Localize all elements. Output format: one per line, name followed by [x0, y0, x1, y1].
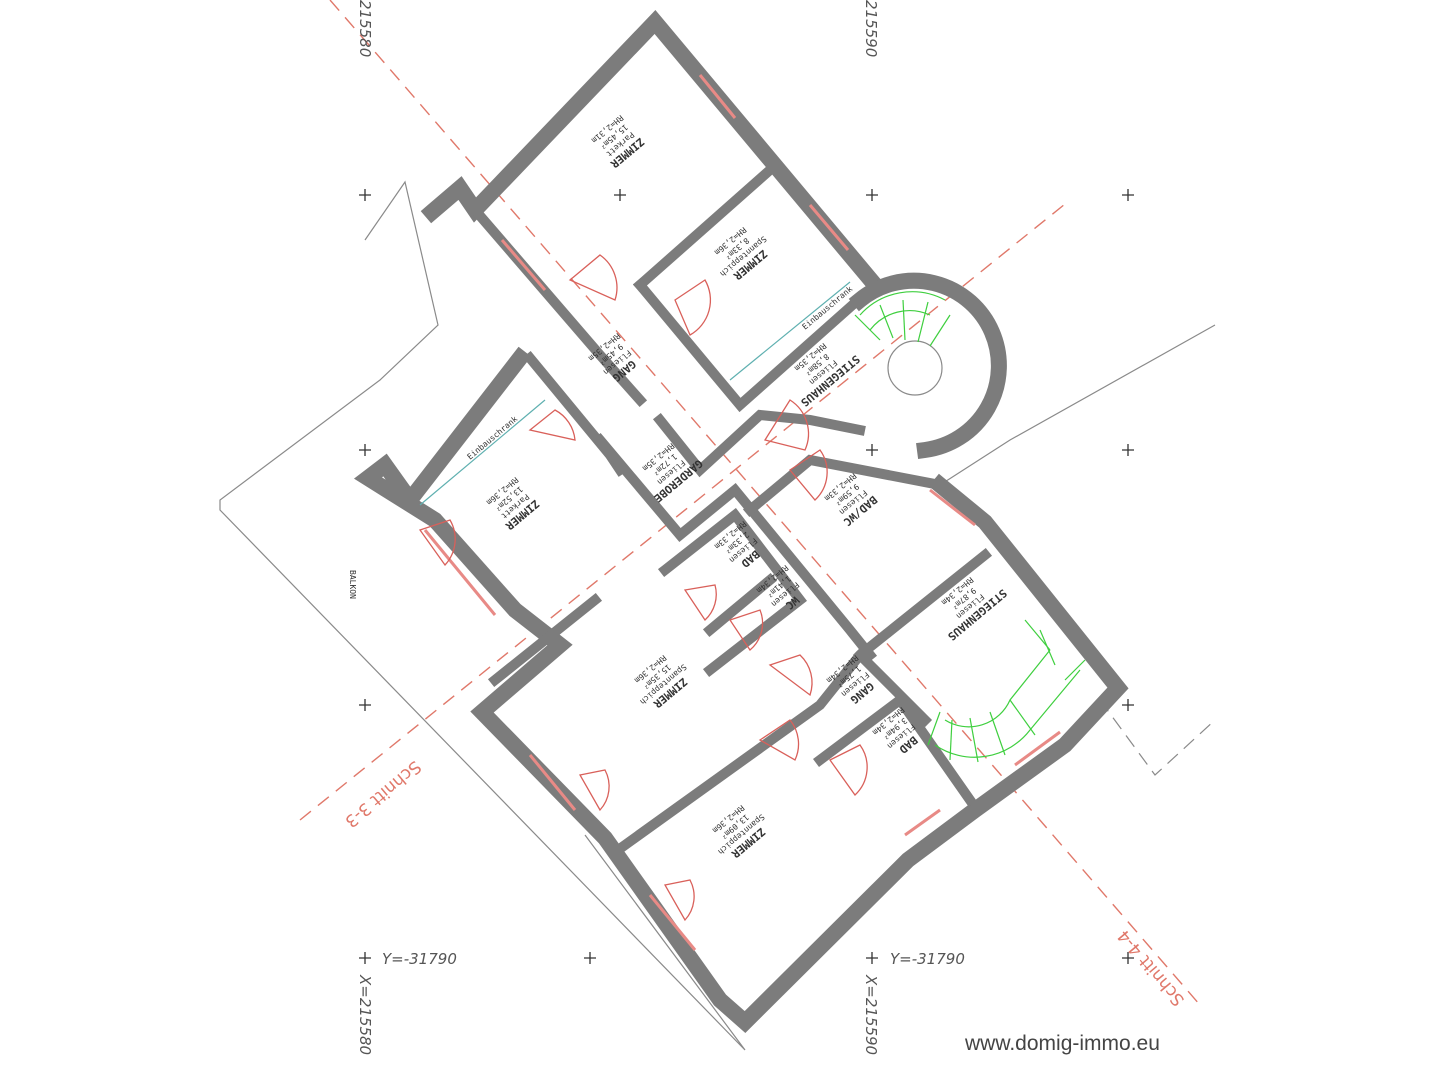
cabinet-line: [729, 281, 851, 381]
interior-walls: [467, 162, 993, 852]
section-line-4-4: [329, 0, 1201, 1006]
section-line-3-3: [299, 199, 1071, 821]
section-label-4-4: Schnitt 4-4: [1114, 926, 1189, 1010]
stair-tower-wall: [848, 272, 1007, 459]
site-line-right-lower: [1099, 699, 1216, 776]
stairs-lower: [927, 619, 1086, 763]
coord-y-left: Y=-31790: [382, 950, 457, 968]
coord-y-right: Y=-31790: [890, 950, 965, 968]
room-label: ZIMMERParkett13,52m²RH=2,36m: [484, 475, 542, 533]
room-label: GANGFliesen9,45m²RH=2,35m: [587, 331, 644, 388]
stair-well: [887, 340, 943, 396]
room-label: ZIMMERSpannteppich8,33m²RH=2,36m: [705, 219, 776, 288]
room-label: STIEGENHAUSFliesen8,58m²RH=2,35m: [780, 330, 863, 409]
room-label: ZIMMERSpannteppich13,09m²RH=2,36m: [703, 797, 774, 866]
room-label: ZIMMERSpannteppich15,35m²RH=2,36m: [625, 647, 696, 716]
door-swings: [418, 254, 868, 922]
coord-x-right: X=215590: [862, 974, 880, 1055]
outer-wall: [420, 10, 887, 297]
watermark: www.domig-immo.eu: [964, 1032, 1160, 1055]
room-label: STIEGENHAUSFliesen9,87m²RH=2,34m: [927, 564, 1010, 643]
outer-wall-east: [353, 346, 1129, 1033]
section-label-3-3: Schnitt 3-3: [341, 756, 425, 831]
grid-crosses: [359, 189, 1134, 964]
balcony-outline: [219, 180, 746, 1051]
windows: [423, 74, 1061, 951]
balcony-label: BALKON: [348, 570, 357, 599]
room-label: ZIMMERParkett15,45m²RH=2,31m: [589, 113, 647, 171]
stairs-upper: [854, 291, 951, 347]
site-line-right: [939, 324, 1216, 486]
room-label: BAD/WCFliesen9,59m²RH=2,33m: [822, 471, 879, 529]
cabinet-line: [419, 399, 546, 506]
coord-x-top-right: 215590: [862, 0, 880, 57]
coord-x-left: X=215580: [356, 974, 374, 1055]
coord-x-top-left: 215580: [356, 0, 374, 57]
